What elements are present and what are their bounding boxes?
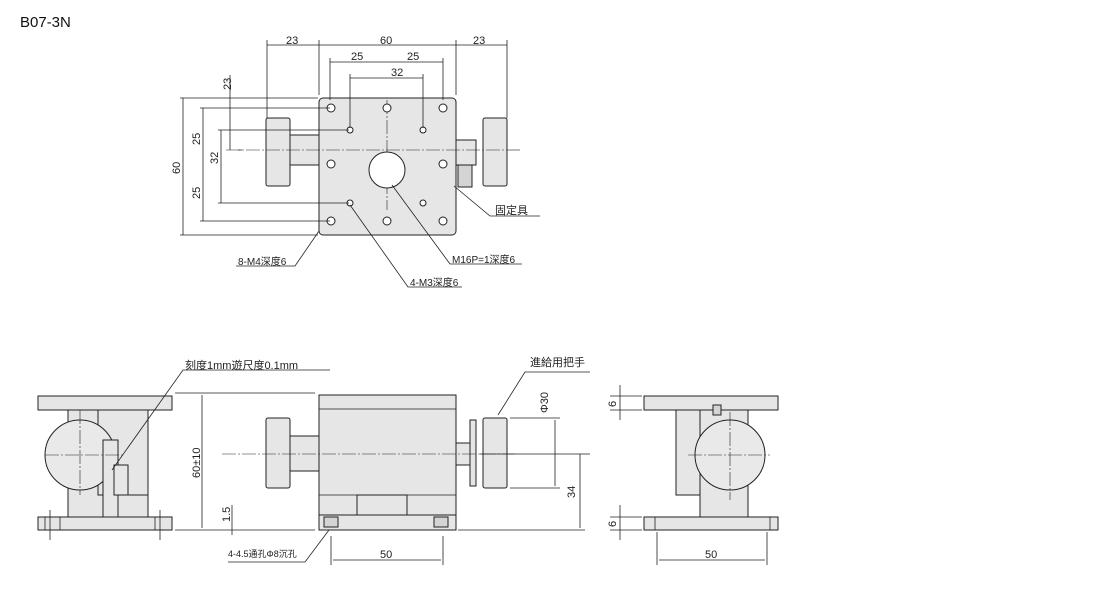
dim-mount-pitch-right: 50 [705,549,717,561]
dim-plate-top: 6 [607,401,619,407]
callout-m4-holes: 8-M4深度6 [238,255,287,268]
callout-scale: 刻度1mm遊尺度0.1mm [185,358,298,372]
vernier [113,464,129,496]
left-knob [265,417,291,489]
top-view [180,40,540,288]
dim-body-width: 60 [380,35,392,47]
dim-plate-bottom: 6 [607,521,619,527]
clamp [457,164,473,188]
dim-base-gap: 1.5 [221,507,233,522]
dim-right-width: 23 [473,35,485,47]
feed-handle [482,417,508,489]
dim-offset-top: 23 [222,78,234,90]
right-side-view [610,385,779,565]
left-side-view [37,369,330,540]
left-knob [265,117,291,187]
dim-body-height: 60 [171,162,183,174]
dim-inner-vertical: 32 [209,152,221,164]
callout-center-thread: M16P=1深度6 [452,253,516,266]
m4-holes [326,103,448,226]
dim-inner-pitch: 32 [391,67,403,79]
callout-clamp: 固定具 [495,203,528,217]
m3-holes [346,126,427,207]
right-knob [482,117,508,187]
base-plate [37,516,173,531]
top-plate [37,395,173,411]
dim-pitch-left: 25 [351,51,363,63]
callout-mount-holes: 4-4.5通孔Φ8沉孔 [228,549,297,559]
callout-feed-handle: 進給用把手 [530,355,585,369]
callout-m3-holes: 4-M3深度6 [410,276,459,289]
dim-center-height: 34 [566,486,578,498]
front-view [175,371,590,565]
drawing-title: B07-3N [20,14,71,31]
dim-pitch-upper: 25 [191,133,203,145]
dim-height: 60±10 [191,447,203,478]
dim-pitch-lower: 25 [191,187,203,199]
right-shaft [455,139,477,166]
base [318,514,457,531]
dim-mount-pitch: 50 [380,549,392,561]
dim-left-width: 23 [286,35,298,47]
dim-knob-dia: Φ30 [539,392,551,413]
center-thread-hole [368,151,406,189]
dim-pitch-right: 25 [407,51,419,63]
